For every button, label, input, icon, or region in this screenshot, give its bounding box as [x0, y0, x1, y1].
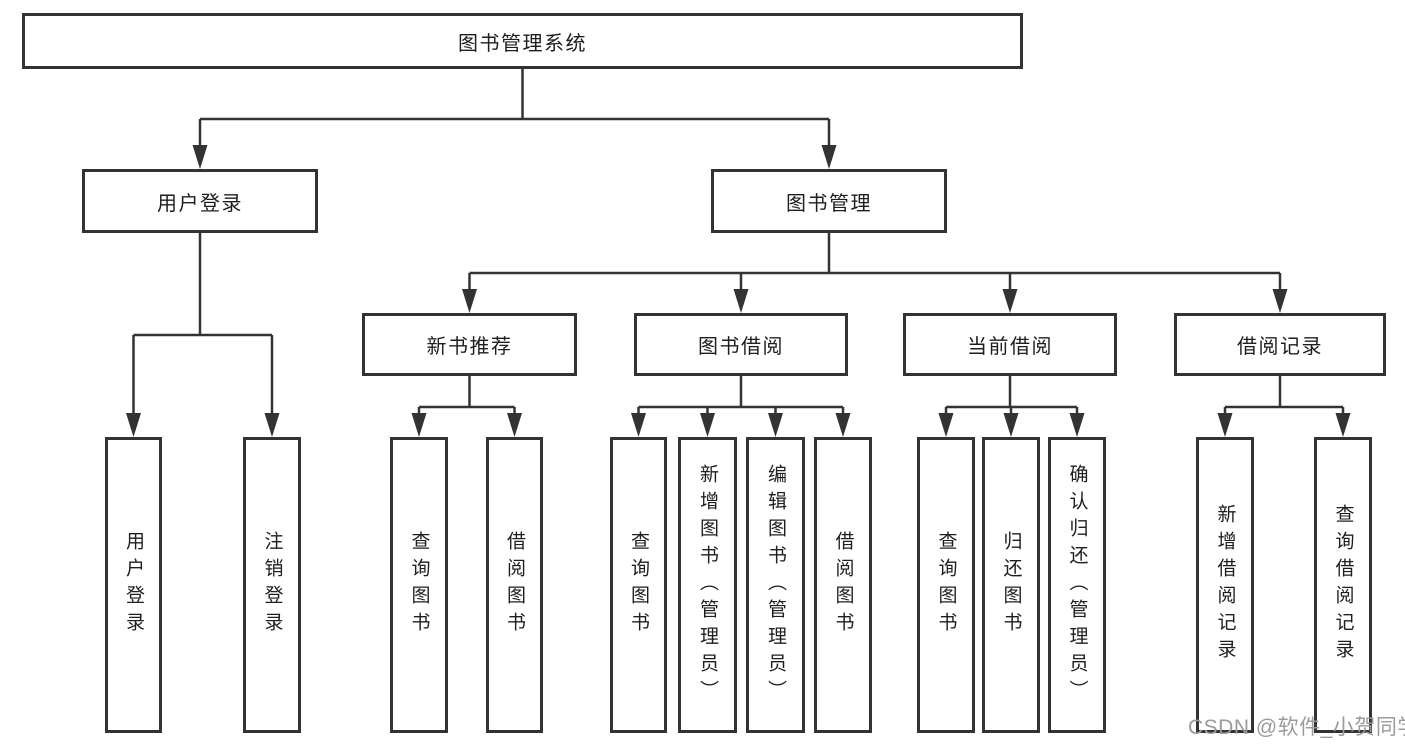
arrowhead-bb-add-book: [700, 413, 715, 437]
node-label-cb-confirm: 确认归还（管理员）: [1066, 463, 1088, 707]
arrowhead-current-borrow: [1002, 289, 1018, 313]
node-label-book-borrow: 图书借阅: [698, 336, 784, 358]
arrowhead-new-book-rec: [462, 289, 477, 313]
node-label-logout: 注销登录: [261, 531, 283, 639]
node-label-book-mgmt: 图书管理: [786, 192, 872, 215]
node-cb-return-book: 归还图书: [982, 437, 1040, 733]
node-bb-borrow-book: 借阅图书: [814, 437, 872, 733]
node-br-add-record: 新增借阅记录: [1196, 437, 1254, 733]
node-label-cb-return-book: 归还图书: [1000, 531, 1022, 639]
arrowhead-book-borrow: [733, 289, 749, 313]
node-label-current-borrow: 当前借阅: [967, 336, 1053, 358]
node-label-root: 图书管理系统: [458, 32, 587, 55]
arrowhead-borrow-records: [1272, 289, 1288, 313]
arrowhead-bb-query-book: [631, 413, 646, 437]
node-book-borrow: 图书借阅: [634, 313, 848, 376]
node-label-user-login: 用户登录: [157, 192, 243, 215]
node-label-borrow-records: 借阅记录: [1237, 336, 1323, 358]
node-user-login: 用户登录: [82, 169, 318, 233]
node-label-new-book-rec: 新书推荐: [426, 336, 513, 358]
node-label-bb-edit-book: 编辑图书（管理员）: [765, 463, 786, 707]
arrowhead-cb-confirm: [1069, 413, 1085, 437]
node-cb-confirm: 确认归还（管理员）: [1048, 437, 1106, 733]
node-label-nbr-borrow-book: 借阅图书: [504, 531, 525, 639]
arrowhead-bb-borrow-book: [835, 413, 851, 437]
arrowhead-login: [126, 413, 141, 437]
node-nbr-borrow-book: 借阅图书: [486, 437, 543, 733]
arrowhead-bb-edit-book: [768, 413, 783, 437]
arrowhead-br-add-record: [1217, 413, 1233, 437]
arrowhead-user-login: [192, 145, 208, 169]
watermark: CSDN @软件_小贺同学: [1188, 716, 1405, 739]
node-br-query-record: 查询借阅记录: [1314, 437, 1372, 733]
node-logout: 注销登录: [243, 437, 301, 733]
node-bb-query-book: 查询图书: [610, 437, 667, 733]
arrowhead-nbr-query-book: [411, 413, 427, 437]
arrowhead-cb-return-book: [1003, 413, 1019, 437]
arrowhead-logout: [264, 413, 280, 437]
node-label-bb-add-book: 新增图书（管理员）: [697, 463, 718, 707]
arrowhead-book-mgmt: [821, 145, 837, 169]
arrowhead-nbr-borrow-book: [507, 413, 522, 437]
node-root: 图书管理系统: [22, 13, 1023, 69]
node-label-login: 用户登录: [123, 531, 144, 639]
node-current-borrow: 当前借阅: [903, 313, 1117, 376]
arrowhead-br-query-record: [1335, 413, 1351, 437]
node-new-book-rec: 新书推荐: [362, 313, 577, 376]
node-label-bb-borrow-book: 借阅图书: [832, 531, 854, 639]
node-label-br-add-record: 新增借阅记录: [1214, 504, 1236, 666]
node-borrow-records: 借阅记录: [1174, 313, 1386, 376]
node-bb-edit-book: 编辑图书（管理员）: [746, 437, 805, 733]
arrowhead-cb-query-book: [938, 413, 954, 437]
tree-connector-path: [132, 69, 1345, 419]
node-label-cb-query-book: 查询图书: [935, 531, 957, 639]
node-book-mgmt: 图书管理: [711, 169, 947, 233]
node-label-bb-query-book: 查询图书: [628, 531, 649, 639]
node-label-br-query-record: 查询借阅记录: [1332, 504, 1354, 666]
node-nbr-query-book: 查询图书: [390, 437, 448, 733]
node-login: 用户登录: [105, 437, 162, 733]
node-cb-query-book: 查询图书: [917, 437, 975, 733]
node-bb-add-book: 新增图书（管理员）: [678, 437, 737, 733]
node-label-nbr-query-book: 查询图书: [408, 531, 430, 639]
